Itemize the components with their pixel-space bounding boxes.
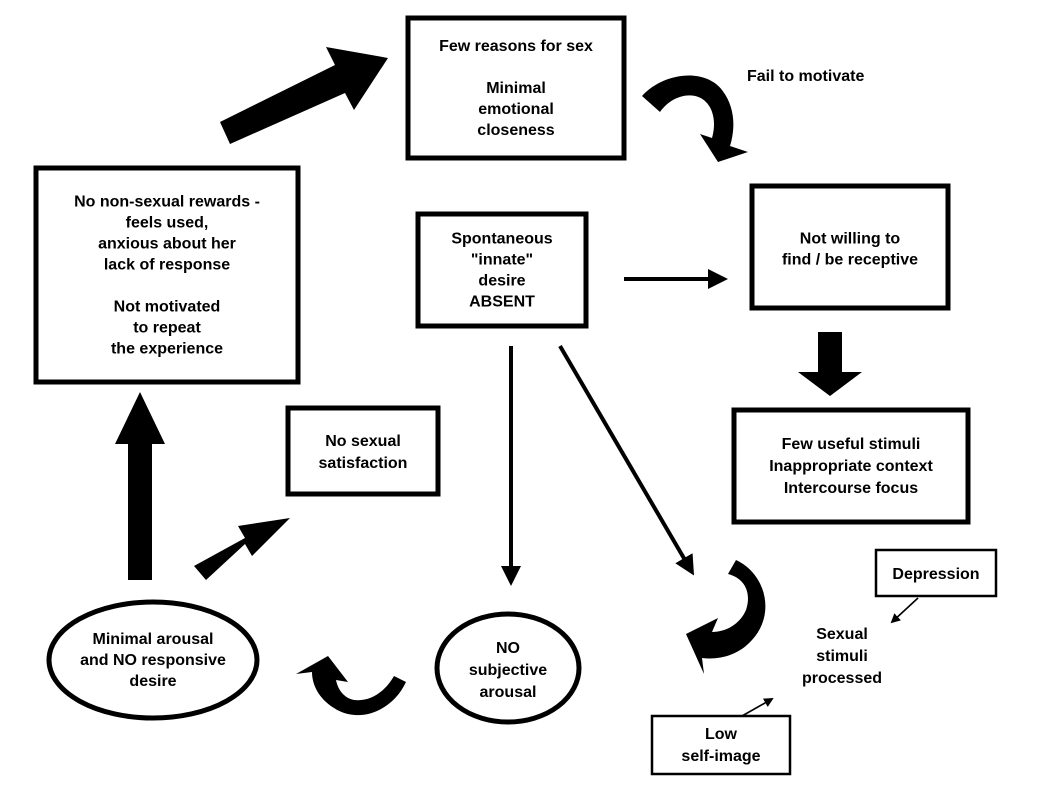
node-text-line: processed (802, 670, 882, 687)
node-text-line: Inappropriate context (769, 458, 933, 475)
node-text-line: and NO responsive (80, 652, 226, 669)
curved-arrow-subjective-to-arousal (296, 656, 406, 716)
node-text-line: Minimal arousal (93, 631, 214, 648)
node-text-line: desire (129, 673, 176, 690)
node-text-line: Minimal (486, 80, 546, 97)
block-arrow-arousal-to-satisfaction (194, 518, 290, 580)
node-text-line: anxious about her (98, 236, 236, 253)
curved-arrow-to-stimuli-processed (686, 560, 766, 674)
node-text-line: Depression (892, 566, 979, 583)
node-no-subjective: NO subjective arousal (434, 611, 582, 725)
node-text-line: NO (496, 640, 520, 657)
node-text-line: desire (478, 273, 525, 290)
node-no-rewards-text: No non-sexual rewards - feels used, anxiou… (74, 194, 260, 358)
node-text-line: No sexual (325, 433, 401, 450)
node-text-line: self-image (681, 748, 760, 765)
node-text-line: the experience (111, 341, 223, 358)
node-no-satisfaction: No sexual satisfaction (285, 405, 441, 497)
node-text-line: Not willing to (800, 231, 901, 248)
block-arrow-willing-to-stimuli (798, 332, 862, 396)
node-low-self-image-text: Low self-image (681, 726, 760, 765)
node-minimal-arousal: Minimal arousal and NO responsive desire (46, 599, 260, 721)
node-text-line: Intercourse focus (784, 480, 918, 497)
annotation-fail-to-motivate: Fail to motivate (747, 68, 864, 85)
node-no-satisfaction-text: No sexual satisfaction (319, 433, 408, 472)
arrow-spontaneous-to-processed (558, 344, 695, 576)
node-text-line: feels used, (126, 215, 209, 232)
arrow-depression-to-processed (890, 597, 919, 624)
node-text-line: satisfaction (319, 455, 408, 472)
node-minimal-arousal-text: Minimal arousal and NO responsive desire (80, 631, 226, 690)
node-not-willing: Not willing to find / be receptive (749, 183, 951, 311)
node-text-line: find / be receptive (782, 252, 918, 269)
node-text-line: stimuli (816, 648, 868, 665)
node-text-line: closeness (477, 122, 554, 139)
node-not-willing-text: Not willing to find / be receptive (782, 231, 918, 269)
node-text-line: Sexual (816, 626, 868, 643)
node-stimuli-processed-text: Sexual stimuli processed (802, 626, 882, 687)
node-no-subjective-text: NO subjective arousal (469, 640, 547, 701)
node-text-line: Low (705, 726, 738, 743)
node-text-line: to repeat (133, 320, 201, 337)
node-text-line: subjective (469, 662, 547, 679)
block-arrow-rewards-to-reasons (220, 47, 388, 144)
node-text-line: No non-sexual rewards - (74, 194, 260, 211)
node-text-line: Few reasons for sex (439, 38, 593, 55)
block-arrow-arousal-to-rewards (115, 392, 165, 580)
node-stimuli-processed: Sexual stimuli processed (802, 626, 882, 687)
node-text-line: Spontaneous (451, 231, 552, 248)
node-no-rewards: No non-sexual rewards - feels used, anxiou… (33, 165, 301, 385)
node-text-line: Not motivated (114, 299, 221, 316)
curved-arrow-fail-to-motivate (642, 75, 748, 162)
node-text-line: Few useful stimuli (782, 436, 921, 453)
arrow-self-image-to-processed (741, 698, 774, 717)
node-text-line: ABSENT (469, 294, 535, 311)
node-low-self-image: Low self-image (650, 714, 792, 776)
node-text-line: arousal (480, 684, 537, 701)
node-depression: Depression (874, 548, 998, 598)
node-text-line: "innate" (471, 252, 533, 269)
node-text-line: emotional (478, 101, 554, 118)
node-text-line: lack of response (104, 257, 230, 274)
node-depression-text: Depression (892, 566, 979, 583)
